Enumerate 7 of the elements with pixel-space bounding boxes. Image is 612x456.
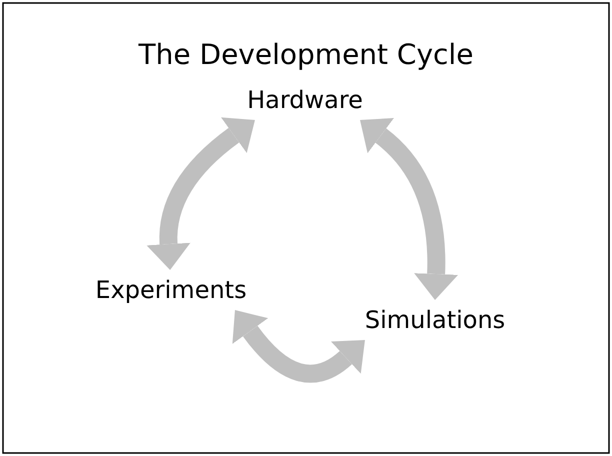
stage-label: Simulations bbox=[364, 306, 506, 334]
double-headed-arrow bbox=[146, 118, 255, 270]
title: The Development Cycle bbox=[137, 38, 474, 71]
double-headed-arrow bbox=[232, 310, 366, 383]
double-headed-arrow bbox=[360, 118, 458, 300]
stage-label: Experiments bbox=[95, 276, 247, 304]
stage-label: Hardware bbox=[247, 86, 363, 114]
